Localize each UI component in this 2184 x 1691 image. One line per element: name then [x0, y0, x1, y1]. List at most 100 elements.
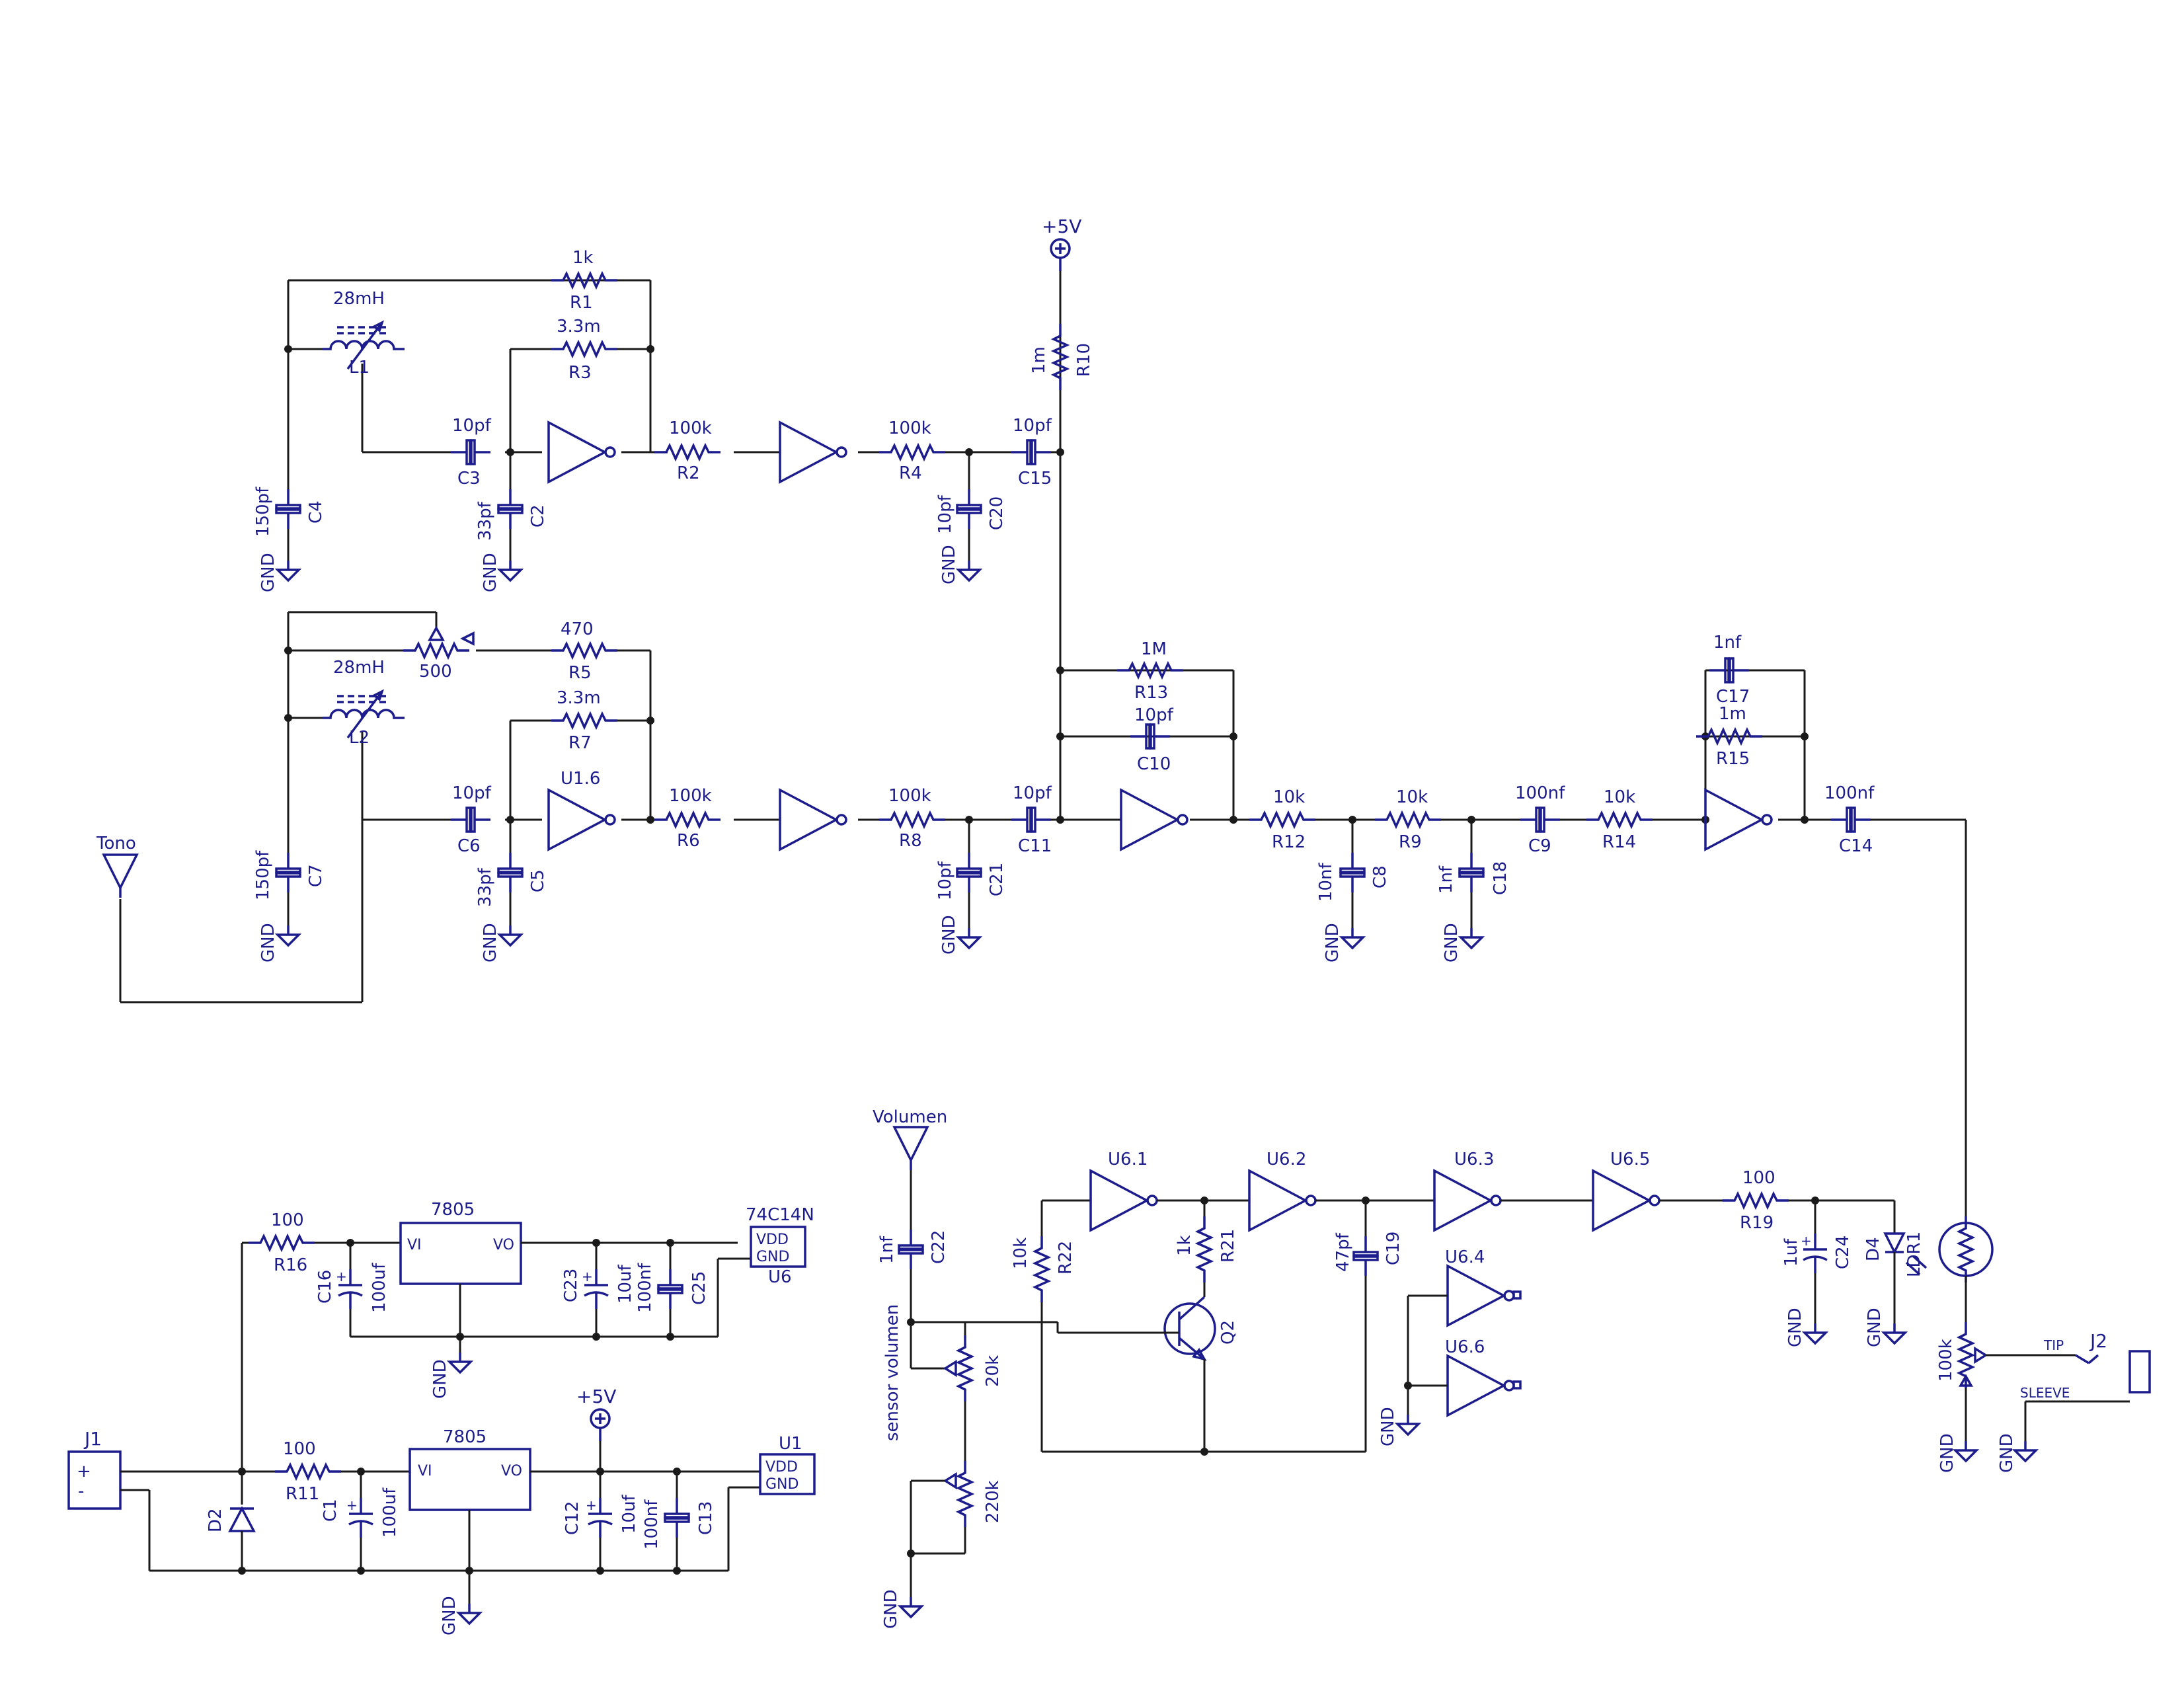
r6-value: 100k — [669, 786, 712, 806]
c4-value: 150pf — [253, 487, 273, 537]
u6-supply-box — [750, 1226, 806, 1268]
r12-ref: R12 — [1272, 832, 1306, 852]
c12-value: 10uf — [619, 1494, 639, 1534]
r9-value: 10k — [1396, 787, 1428, 807]
ldr1-label: LDR1 — [1904, 1232, 1924, 1277]
svg-text:-: - — [78, 1481, 84, 1501]
reg-bottom-label: 7805 — [443, 1427, 487, 1447]
jack-j2-label: J2 — [2089, 1330, 2107, 1352]
c3-value: 10pf — [452, 416, 492, 436]
c17-ref: C17 — [1716, 687, 1750, 707]
c1-ref: C1 — [321, 1499, 340, 1522]
c6-value: 10pf — [452, 783, 492, 803]
mixer-filter: 1M R13 10pf C10 10k R12 10nf C8 GND 10k … — [1056, 633, 1967, 1216]
r19-value: 100 — [1742, 1168, 1775, 1188]
pot-20k-value: 20k — [983, 1355, 1003, 1387]
c10-value: 10pf — [1134, 705, 1174, 725]
u6-3-label: U6.3 — [1454, 1150, 1494, 1169]
u1-supply-box — [759, 1453, 816, 1495]
r2-value: 100k — [669, 418, 712, 438]
r16-ref: R16 — [274, 1255, 307, 1275]
pot-220k-value: 220k — [983, 1480, 1003, 1523]
gnd-c8: GND — [1323, 923, 1343, 963]
c20-value: 10pf — [935, 494, 955, 534]
gnd-reg-bottom: GND — [440, 1596, 459, 1635]
c21-ref: C21 — [987, 863, 1007, 896]
antenna-tono-label: Tono — [96, 834, 136, 853]
u6-6-label: U6.6 — [1445, 1337, 1485, 1357]
c12-ref: C12 — [563, 1501, 582, 1535]
jack-sleeve-label: SLEEVE — [2020, 1385, 2070, 1401]
c25-ref: C25 — [689, 1271, 709, 1305]
c7-ref: C7 — [306, 864, 326, 887]
c21-value: 10pf — [935, 861, 955, 900]
r5-value: 470 — [561, 619, 594, 639]
c6-ref: C6 — [457, 836, 481, 856]
connector-j1 — [67, 1450, 122, 1510]
c1-value: 100uf — [380, 1487, 400, 1538]
oscillator-1: 1k R1 28mH L1 3.3m R3 10pf C3 150pf C4 G… — [253, 216, 1094, 820]
l2-ref: L2 — [349, 728, 370, 748]
volume-section: Volumen 1nf C22 20k sensor volumen 220k … — [873, 1107, 2151, 1629]
u1-6-label: U1.6 — [561, 769, 600, 789]
c24-ref: C24 — [1833, 1236, 1853, 1269]
u6-2-label: U6.2 — [1267, 1150, 1306, 1169]
gnd-c7: GND — [258, 923, 278, 963]
gnd-reg-top: GND — [430, 1359, 450, 1399]
c7-value: 150pf — [253, 850, 273, 900]
r21-value: 1k — [1175, 1235, 1194, 1256]
r8-ref: R8 — [899, 831, 922, 851]
c10-ref: C10 — [1137, 754, 1171, 774]
gnd-c20: GND — [939, 545, 959, 584]
gnd-c2: GND — [481, 553, 500, 592]
reg-bottom-vi: VI — [418, 1463, 432, 1479]
r22-ref: R22 — [1056, 1241, 1075, 1275]
l1-value: 28mH — [333, 289, 385, 309]
reg-top-vo: VO — [493, 1237, 514, 1253]
r14-value: 10k — [1604, 787, 1635, 807]
c23-value: 10uf — [615, 1264, 635, 1304]
r22-value: 10k — [1011, 1238, 1031, 1269]
c22-ref: C22 — [929, 1230, 949, 1264]
reg-top-vi: VI — [407, 1237, 422, 1253]
svg-text:+: + — [77, 1462, 91, 1481]
gnd-jack: GND — [1997, 1433, 2017, 1473]
ldr-symbol — [1938, 1222, 1994, 1277]
d2-label: D2 — [206, 1508, 225, 1532]
power-supply: 100 R16 7805 VI VO GND C16 100uf C23 10u… — [67, 1200, 816, 1635]
r7-value: 3.3m — [557, 688, 601, 708]
regulator-top — [399, 1222, 522, 1285]
c8-value: 10nf — [1316, 862, 1336, 902]
sensor-volumen-label: sensor volumen — [882, 1304, 902, 1441]
r5-ref: R5 — [568, 663, 592, 683]
c19-value: 47pf — [1333, 1232, 1353, 1272]
d4-label: D4 — [1863, 1237, 1883, 1261]
r9-ref: R9 — [1399, 832, 1422, 852]
c9-ref: C9 — [1528, 836, 1551, 856]
reg-bottom-vo: VO — [501, 1463, 522, 1479]
oscillator-2: 500 470 R5 28mH L2 3.3m R7 10pf C6 150pf… — [96, 611, 1117, 1003]
r6-ref: R6 — [677, 831, 700, 851]
reg-top-label: 7805 — [431, 1200, 475, 1220]
c8-ref: C8 — [1370, 865, 1390, 888]
c18-value: 1nf — [1436, 865, 1456, 894]
c15-ref: C15 — [1018, 469, 1052, 489]
gnd-c5: GND — [481, 923, 500, 963]
r8-value: 100k — [888, 786, 931, 806]
pot-100k-value: 100k — [1936, 1339, 1956, 1382]
c17-value: 1nf — [1713, 633, 1742, 652]
r15-value: 1m — [1719, 704, 1746, 724]
c11-value: 10pf — [1013, 783, 1052, 803]
gnd-c21: GND — [939, 915, 959, 955]
r4-value: 100k — [888, 418, 931, 438]
gnd-c24: GND — [1785, 1308, 1805, 1347]
u6-5-label: U6.5 — [1610, 1150, 1650, 1169]
c18-ref: C18 — [1491, 861, 1510, 895]
r2-ref: R2 — [677, 463, 700, 483]
r19-ref: R19 — [1740, 1213, 1774, 1233]
r13-value: 1M — [1141, 639, 1167, 659]
r13-ref: R13 — [1134, 683, 1168, 703]
c3-ref: C3 — [457, 469, 481, 489]
r14-ref: R14 — [1602, 832, 1636, 852]
